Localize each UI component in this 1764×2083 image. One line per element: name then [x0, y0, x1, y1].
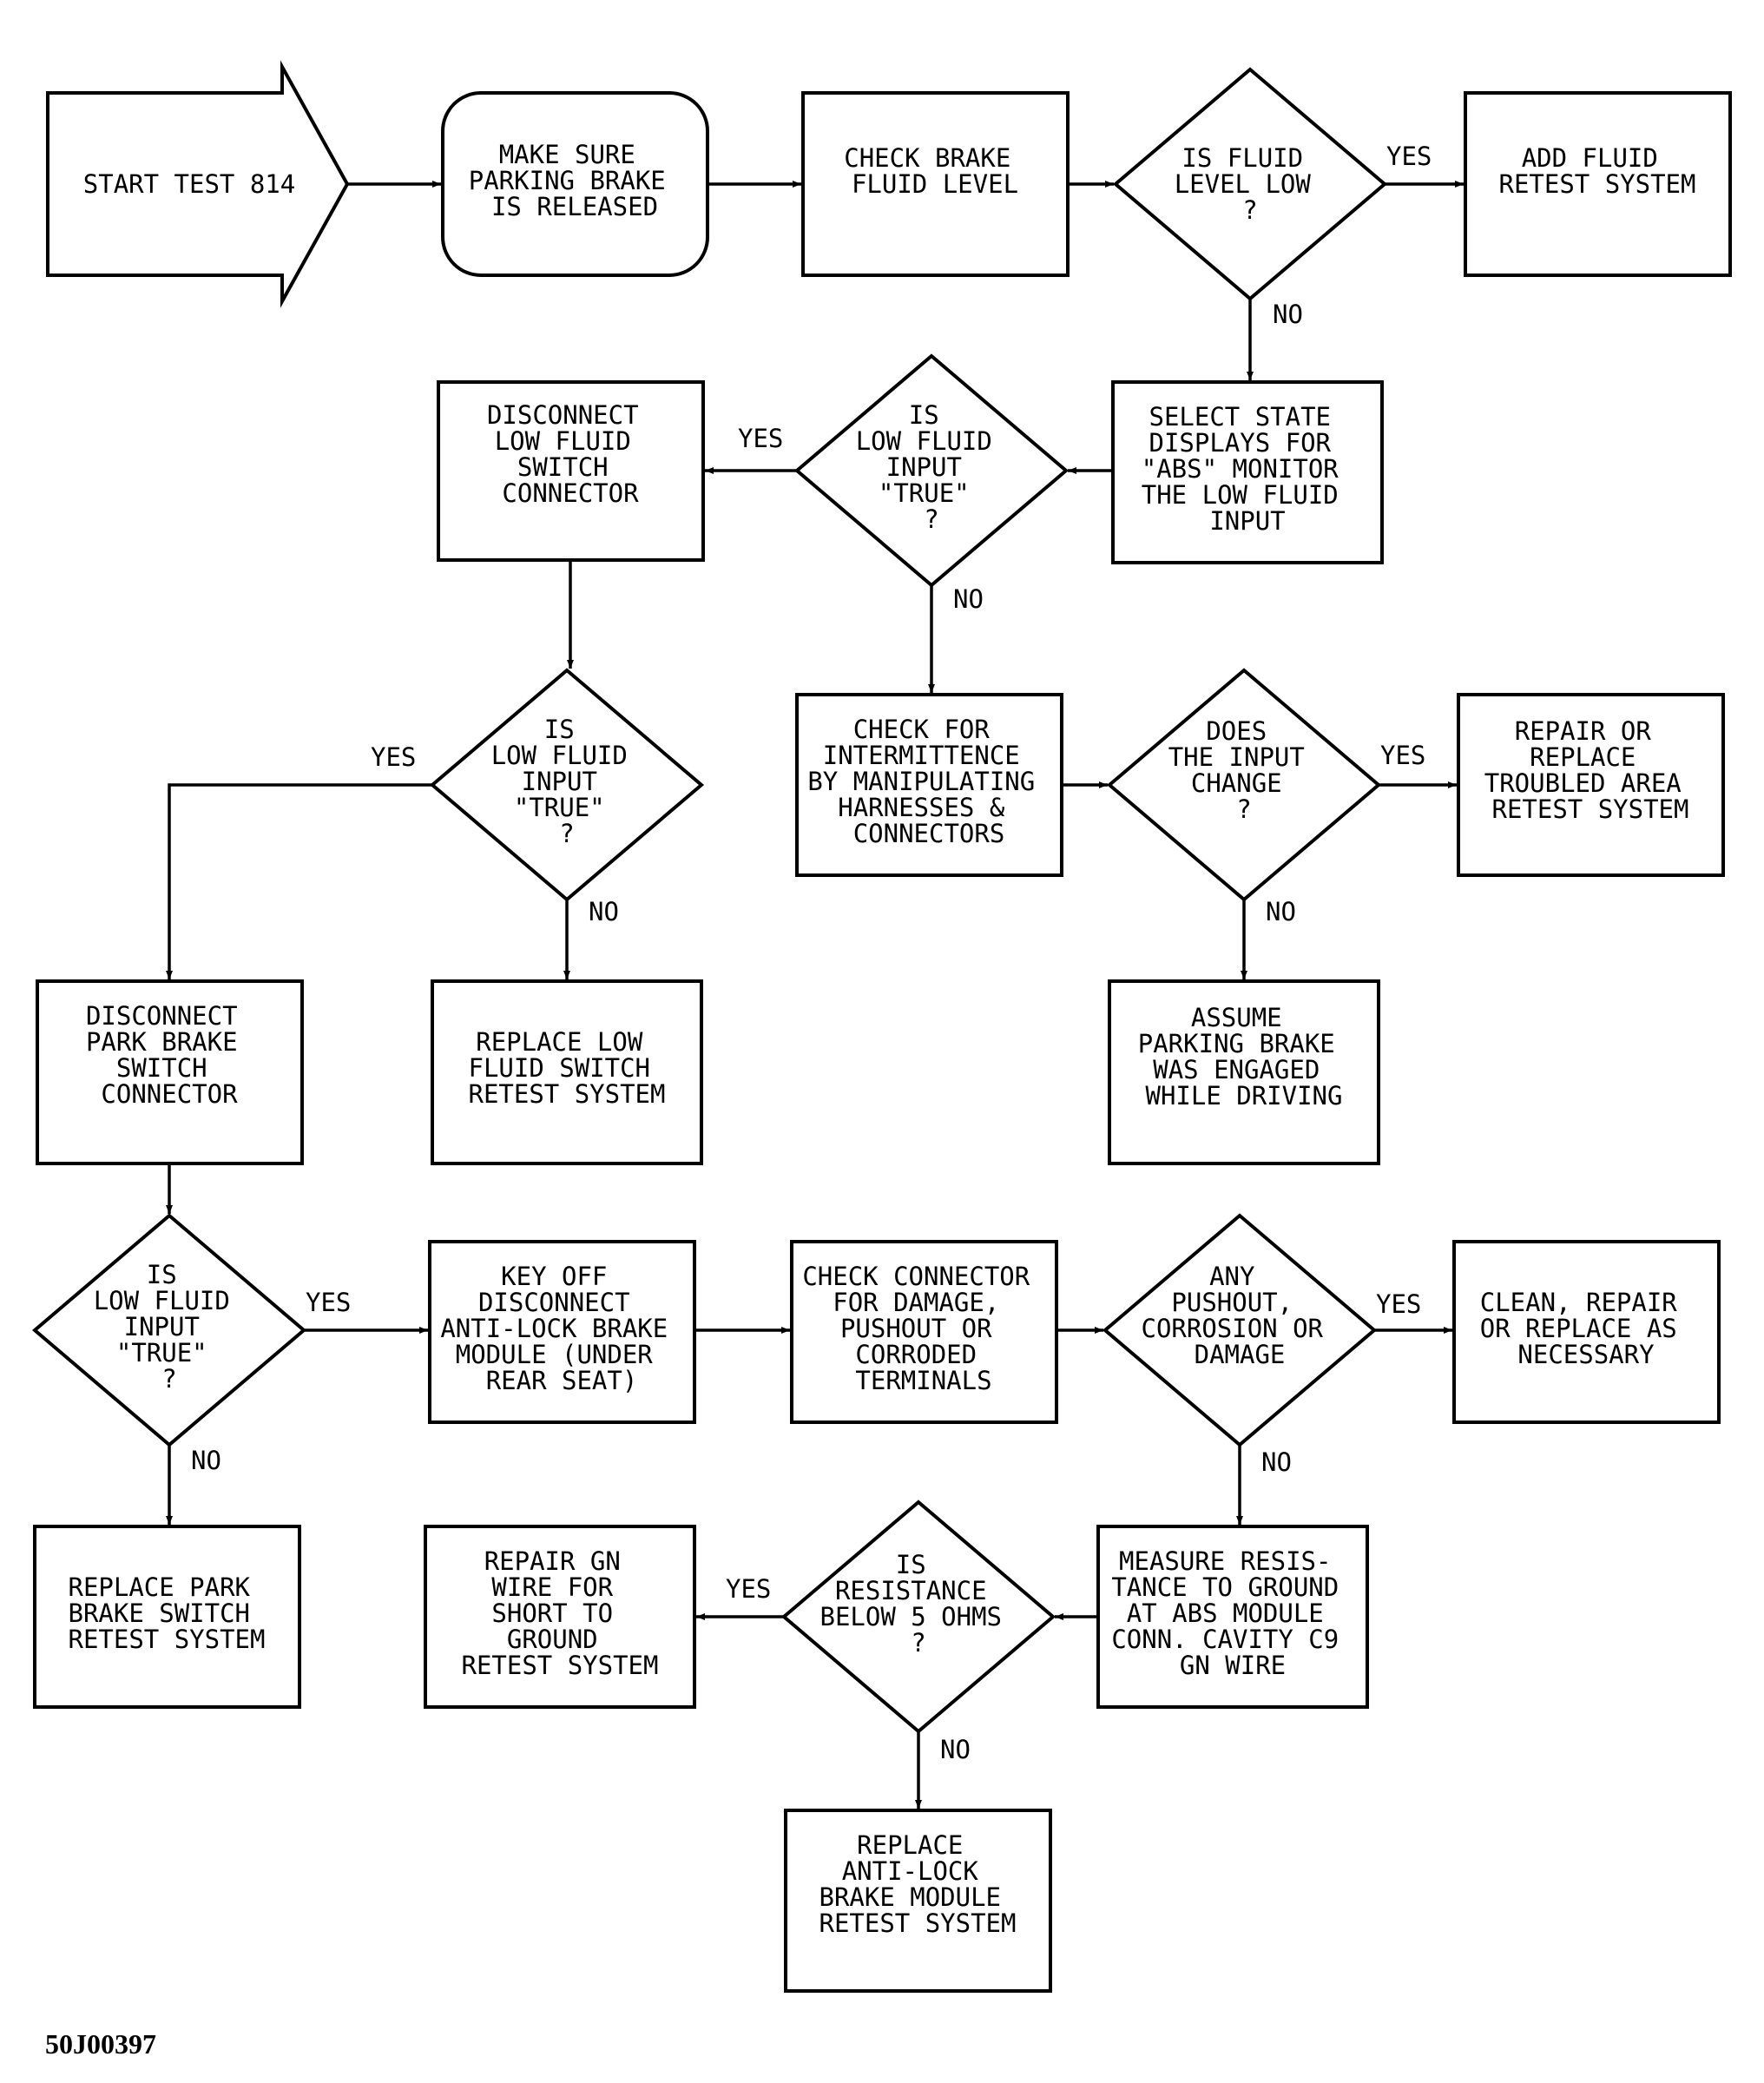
select-state-node: SELECT STATE DISPLAYS FOR "ABS" MONITOR … — [1111, 380, 1384, 564]
level-low-text: IS FLUID LEVEL LOW ? — [1175, 143, 1326, 225]
key-off-text: KEY OFF DISCONNECT ANTI-LOCK BRAKE MODUL… — [440, 1262, 682, 1395]
input-true-decision-3: IS LOW FLUID INPUT "TRUE" ? — [31, 1213, 307, 1447]
label-level-low-no: NO — [1273, 300, 1303, 329]
replace-park-node: REPLACE PARK BRAKE SWITCH RETEST SYSTEM — [33, 1525, 301, 1709]
replace-module-node: REPLACE ANTI-LOCK BRAKE MODULE RETEST SY… — [784, 1809, 1052, 1993]
figure-id: 50J00397 — [45, 2028, 156, 2060]
label-input-true-1-yes: YES — [738, 424, 783, 453]
measure-resistance-node: MEASURE RESIS- TANCE TO GROUND AT ABS MO… — [1096, 1525, 1369, 1709]
disconnect-low-fluid-text: DISCONNECT LOW FLUID SWITCH CONNECTOR — [487, 400, 654, 508]
label-resistance-yes: YES — [726, 1574, 771, 1604]
replace-park-text: REPLACE PARK BRAKE SWITCH RETEST SYSTEM — [69, 1572, 266, 1654]
clean-repair-text: CLEAN, REPAIR OR REPLACE AS NECESSARY — [1480, 1288, 1692, 1369]
measure-resistance-text: MEASURE RESIS- TANCE TO GROUND AT ABS MO… — [1111, 1546, 1353, 1680]
add-fluid-text: ADD FLUID RETEST SYSTEM — [1499, 143, 1696, 199]
assume-engaged-text: ASSUME PARKING BRAKE WAS ENGAGED WHILE D… — [1138, 1003, 1350, 1111]
parking-brake-node: MAKE SURE PARKING BRAKE IS RELEASED — [441, 91, 709, 277]
label-input-true-2-yes: YES — [371, 742, 416, 772]
label-pushout-yes: YES — [1376, 1289, 1421, 1319]
repair-gn-node: REPAIR GN WIRE FOR SHORT TO GROUND RETES… — [424, 1525, 696, 1709]
replace-low-fluid-text: REPLACE LOW FLUID SWITCH RETEST SYSTEM — [469, 1027, 666, 1109]
repair-troubled-text: REPAIR OR REPLACE TROUBLED AREA RETEST S… — [1484, 716, 1696, 824]
repair-troubled-node: REPAIR OR REPLACE TROUBLED AREA RETEST S… — [1457, 693, 1725, 877]
replace-module-text: REPLACE ANTI-LOCK BRAKE MODULE RETEST SY… — [819, 1830, 1017, 1938]
pushout-decision: ANY PUSHOUT, CORROSION OR DAMAGE — [1102, 1213, 1378, 1447]
check-intermittence-node: CHECK FOR INTERMITTENCE BY MANIPULATING … — [795, 693, 1063, 877]
input-true-1-text: IS LOW FLUID INPUT "TRUE" ? — [856, 400, 1008, 534]
parking-brake-text: MAKE SURE PARKING BRAKE IS RELEASED — [469, 140, 681, 221]
clean-repair-node: CLEAN, REPAIR OR REPLACE AS NECESSARY — [1452, 1240, 1721, 1424]
check-connector-text: CHECK CONNECTOR FOR DAMAGE, PUSHOUT OR C… — [802, 1262, 1044, 1395]
input-true-3-text: IS LOW FLUID INPUT "TRUE" ? — [94, 1260, 246, 1394]
add-fluid-node: ADD FLUID RETEST SYSTEM — [1464, 91, 1732, 277]
check-connector-node: CHECK CONNECTOR FOR DAMAGE, PUSHOUT OR C… — [790, 1240, 1058, 1424]
repair-gn-text: REPAIR GN WIRE FOR SHORT TO GROUND RETES… — [462, 1546, 659, 1680]
select-state-text: SELECT STATE DISPLAYS FOR "ABS" MONITOR … — [1142, 402, 1353, 536]
start-arrow-text: START TEST 814 — [83, 169, 295, 199]
input-true-2-text: IS LOW FLUID INPUT "TRUE" ? — [491, 715, 643, 848]
level-low-decision: IS FLUID LEVEL LOW ? — [1112, 67, 1388, 301]
label-input-change-no: NO — [1266, 897, 1296, 926]
input-change-decision: DOES THE INPUT CHANGE ? — [1106, 668, 1382, 902]
input-true-decision-2: IS LOW FLUID INPUT "TRUE" ? — [429, 668, 705, 902]
key-off-node: KEY OFF DISCONNECT ANTI-LOCK BRAKE MODUL… — [428, 1240, 696, 1424]
label-level-low-yes: YES — [1386, 142, 1432, 171]
label-input-change-yes: YES — [1380, 741, 1425, 770]
label-input-true-1-no: NO — [953, 584, 984, 614]
input-true-decision-1: IS LOW FLUID INPUT "TRUE" ? — [793, 353, 1070, 588]
disconnect-low-fluid-node: DISCONNECT LOW FLUID SWITCH CONNECTOR — [437, 380, 705, 562]
pushout-text: ANY PUSHOUT, CORROSION OR DAMAGE — [1142, 1262, 1339, 1369]
check-intermittence-text: CHECK FOR INTERMITTENCE BY MANIPULATING … — [807, 715, 1050, 848]
resistance-text: IS RESISTANCE BELOW 5 OHMS ? — [820, 1550, 1017, 1658]
edge-input-true-2-yes — [166, 783, 432, 979]
start-arrow-node: START TEST 814 — [46, 60, 350, 308]
label-resistance-no: NO — [940, 1735, 971, 1764]
label-input-true-2-no: NO — [589, 897, 619, 926]
check-level-node: CHECK BRAKE FLUID LEVEL — [801, 91, 1070, 277]
label-pushout-no: NO — [1261, 1447, 1292, 1477]
disconnect-park-text: DISCONNECT PARK BRAKE SWITCH CONNECTOR — [86, 1001, 253, 1109]
assume-engaged-node: ASSUME PARKING BRAKE WAS ENGAGED WHILE D… — [1108, 979, 1380, 1165]
replace-low-fluid-node: REPLACE LOW FLUID SWITCH RETEST SYSTEM — [431, 979, 703, 1165]
label-input-true-3-no: NO — [191, 1446, 221, 1475]
disconnect-park-node: DISCONNECT PARK BRAKE SWITCH CONNECTOR — [36, 979, 304, 1165]
check-level-text: CHECK BRAKE FLUID LEVEL — [844, 143, 1026, 199]
input-change-text: DOES THE INPUT CHANGE ? — [1168, 716, 1320, 824]
label-input-true-3-yes: YES — [306, 1288, 351, 1317]
resistance-decision: IS RESISTANCE BELOW 5 OHMS ? — [780, 1500, 1056, 1734]
